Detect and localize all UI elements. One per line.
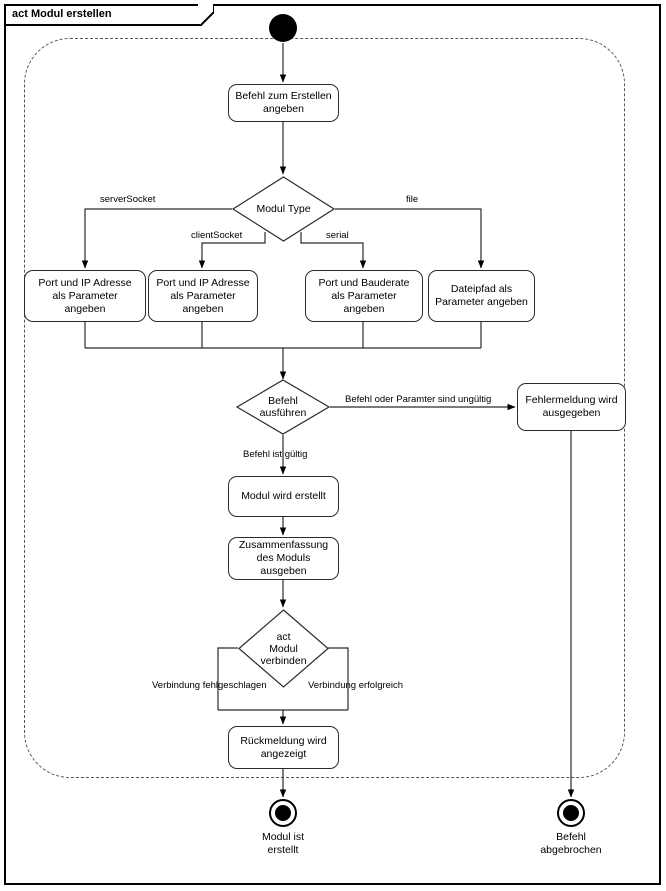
frame-title: act Modul erstellen — [12, 8, 112, 20]
edge-label-file: file — [406, 194, 419, 205]
action-server-socket-parameters[interactable]: Port und IP Adresse als Parameter angebe… — [24, 270, 146, 322]
frame-title-notch-icon — [198, 4, 214, 26]
edge-label-befehl-ungueltig: Befehl oder Paramter sind ungültig — [345, 394, 492, 405]
decision-befehl-ausfuehren[interactable]: Befehl ausführen — [235, 379, 331, 435]
action-serial-parameters[interactable]: Port und Bauderate als Parameter angeben — [305, 270, 423, 322]
edge-label-serial: serial — [326, 230, 349, 241]
initial-node — [269, 14, 297, 42]
final-node-modul-erstellt — [269, 799, 297, 827]
final-node-modul-erstellt-caption: Modul ist erstellt — [261, 831, 304, 856]
decision-act-modul-verbinden[interactable]: act Modul verbinden — [238, 609, 329, 688]
final-node-befehl-abgebrochen-caption: Befehl abgebrochen — [540, 831, 602, 856]
edge-label-befehl-gueltig: Befehl ist gültig — [243, 449, 308, 460]
action-modul-wird-erstellt[interactable]: Modul wird erstellt — [228, 476, 339, 517]
edge-label-verbindung-erfolgreich: Verbindung erfolgreich — [308, 680, 404, 691]
action-fehlermeldung-ausgegeben[interactable]: Fehlermeldung wird ausgegeben — [517, 383, 626, 431]
edge-label-server-socket: serverSocket — [100, 194, 156, 205]
edge-label-client-socket: clientSocket — [191, 230, 243, 241]
diagram-frame — [4, 4, 661, 885]
action-file-parameters[interactable]: Dateipfad als Parameter angeben — [428, 270, 535, 322]
final-node-befehl-abgebrochen — [557, 799, 585, 827]
action-zusammenfassung-ausgeben[interactable]: Zusammenfassung des Moduls ausgeben — [228, 537, 339, 580]
action-rueckmeldung-angezeigt[interactable]: Rückmeldung wird angezeigt — [228, 726, 339, 769]
action-befehl-zum-erstellen-angeben[interactable]: Befehl zum Erstellen angeben — [228, 84, 339, 122]
edge-label-verbindung-fehlgeschlagen: Verbindung fehlgeschlagen — [152, 680, 267, 691]
decision-modul-type[interactable]: Modul Type — [231, 176, 336, 242]
frame-title-tab — [4, 4, 214, 26]
action-client-socket-parameters[interactable]: Port und IP Adresse als Parameter angebe… — [148, 270, 258, 322]
